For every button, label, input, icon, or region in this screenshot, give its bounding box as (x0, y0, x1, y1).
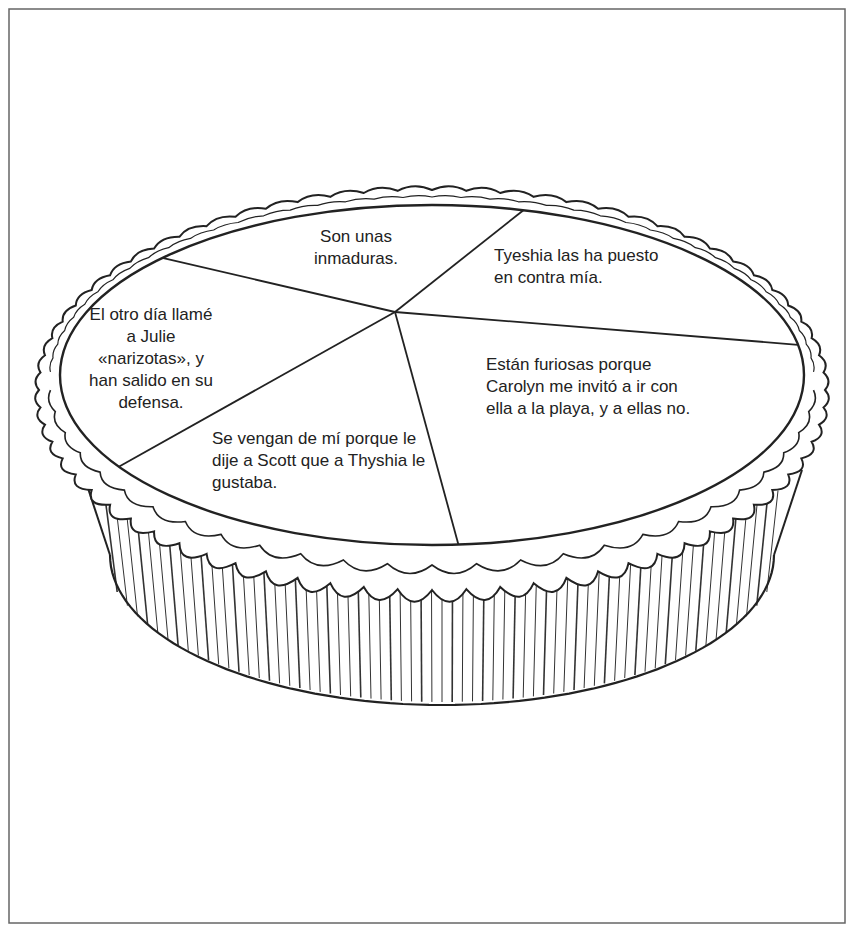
pie-filling (60, 205, 804, 545)
dish-hatch-line (253, 562, 259, 678)
dish-hatch-line (564, 571, 568, 692)
dish-hatch-line (686, 536, 694, 655)
slice-text: Se vengan de mí porque le dije a Scott q… (212, 428, 436, 494)
pie-slice: Están furiosas porque Carolyn me invitó … (484, 352, 704, 422)
slice-text: Son unas inmaduras. (300, 226, 412, 270)
dish-hatch-line (159, 532, 169, 639)
dish-hatch-line (232, 557, 239, 672)
dish-hatch-line (327, 575, 331, 693)
dish-hatch-line (604, 562, 610, 683)
pie-slice: Son unas inmaduras. (298, 224, 414, 272)
slice-text: Tyeshia las ha puesto en contra mía. (494, 245, 680, 289)
slice-text: Están furiosas porque Carolyn me invitó … (486, 354, 702, 420)
dish-hatch-line (390, 581, 392, 700)
dish-hatch-line (726, 517, 736, 633)
dish-hatch-line (222, 554, 229, 668)
pie-slice: Tyeshia las ha puesto en contra mía. (492, 243, 682, 291)
dish-hatch-line (138, 522, 148, 625)
dish-hatch-line (462, 581, 464, 701)
crust-edge (35, 186, 829, 601)
dish-hatch-line (716, 522, 725, 639)
slice-cut-line (395, 312, 798, 345)
dish-hatch-line (625, 557, 631, 678)
dish-hatch-line (493, 580, 495, 701)
dish-hatch-line (473, 581, 474, 701)
picture-frame (9, 9, 845, 923)
dish-hatch-line (117, 511, 128, 606)
dish-hatch-line (544, 574, 548, 695)
dish-hatch-line (400, 581, 401, 701)
dish-hatch-line (706, 527, 715, 645)
pie-slice: Se vengan de mí porque le dije a Scott q… (210, 426, 438, 496)
dish-hatch-line (533, 575, 536, 696)
dish-hatch-line (655, 548, 662, 669)
dish-hatch-line (767, 491, 778, 592)
dish-hatch-line (594, 565, 599, 686)
dish-hatch-line (696, 532, 705, 651)
dish-hatch-line (665, 544, 673, 664)
pie-slice: El otro día llamé a Julie «narizotas», y… (86, 302, 216, 416)
dish-hatch-line (358, 579, 361, 698)
dish-hatch-line (285, 569, 290, 686)
dish-hatch-line (264, 565, 270, 681)
dish-hatch-line (369, 580, 372, 699)
dish-hatch-line (169, 536, 178, 645)
dish-hatch-line (747, 505, 758, 616)
dish-hatch-line (295, 571, 300, 688)
dish-hatch-line (503, 579, 505, 700)
dish-hatch-line (190, 544, 198, 655)
dish-hatch-line (635, 554, 642, 675)
dish-hatch-line (431, 582, 432, 702)
slice-cut-line (395, 312, 458, 545)
dish-hatch-line (676, 540, 684, 660)
dish-hatch-line (201, 548, 209, 661)
dish-hatch-line (574, 569, 579, 690)
dish-hatch-line (736, 511, 746, 625)
slice-text: El otro día llamé a Julie «narizotas», y… (88, 304, 214, 414)
